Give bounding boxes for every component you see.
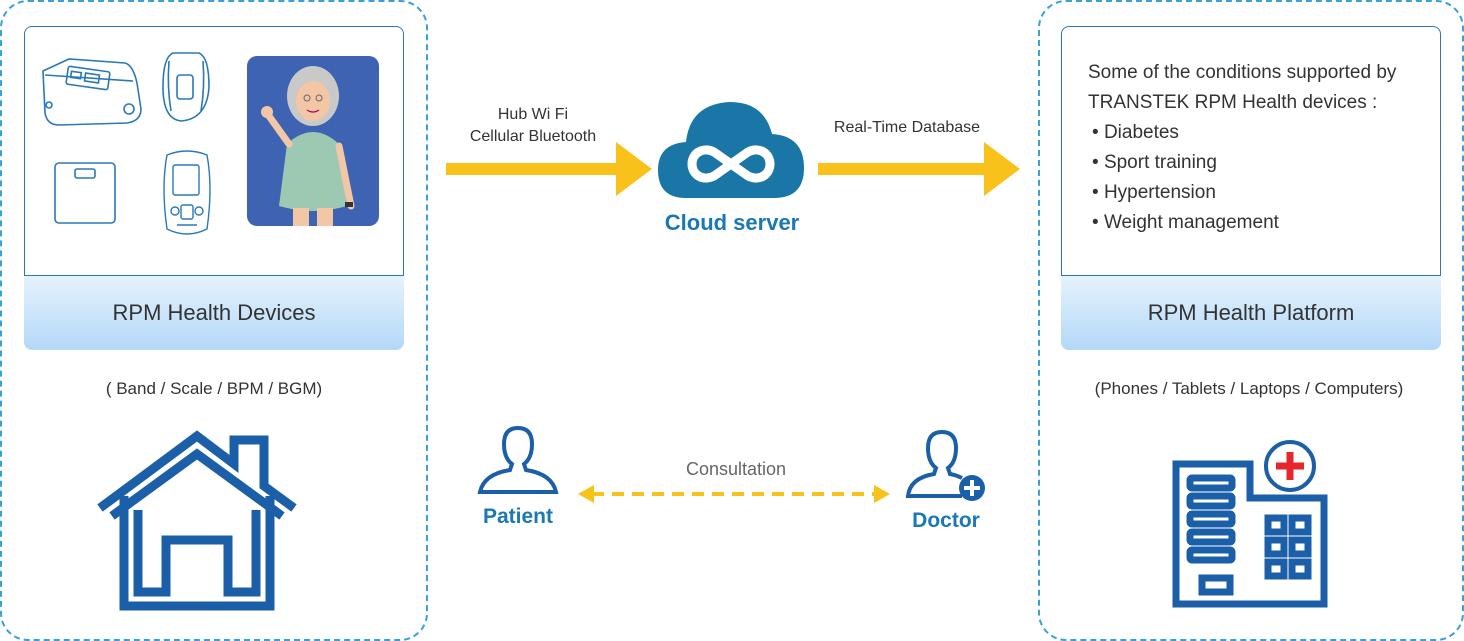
glucose-meter-icon: [163, 150, 211, 235]
patient-icon: [477, 425, 559, 494]
doctor-icon: [905, 430, 985, 501]
condition-item: • Diabetes: [1092, 122, 1179, 143]
band-icon: [162, 52, 210, 122]
blood-pressure-monitor-icon: [42, 58, 142, 126]
platform-card-footer: RPM Health Platform: [1061, 276, 1441, 350]
hospital-group-frame: [1038, 0, 1464, 641]
doctor-label: Doctor: [912, 509, 980, 532]
devices-card: [24, 26, 404, 276]
house-icon: [97, 430, 297, 611]
condition-item: • Hypertension: [1092, 182, 1216, 203]
intro-line-1: Some of the conditions supported by: [1088, 62, 1397, 83]
elderly-woman-illustration: [247, 56, 379, 226]
devices-caption: ( Band / Scale / BPM / BGM): [105, 379, 323, 398]
platform-footer-label: RPM Health Platform: [1147, 300, 1355, 325]
scale-icon: [54, 162, 116, 224]
platform-card: [1061, 26, 1441, 276]
consultation-arrow: [578, 485, 890, 503]
arrow-label-connectivity: Hub Wi Fi Cellular Bluetooth: [469, 106, 597, 145]
platform-intro: Some of the conditions supported by TRAN…: [1088, 58, 1396, 118]
arrow-to-platform: [818, 142, 1020, 196]
cloud-icon: [658, 102, 804, 198]
arrow-label-database: Real-Time Database: [833, 119, 981, 136]
patient-label: Patient: [482, 505, 553, 528]
hospital-icon: [1172, 440, 1328, 608]
intro-line-2: TRANSTEK RPM Health devices :: [1088, 92, 1378, 113]
cloud-server-label: Cloud server: [664, 210, 800, 235]
devices-footer-label: RPM Health Devices: [112, 300, 316, 325]
arrow-to-cloud: [446, 142, 652, 196]
devices-card-footer: RPM Health Devices: [24, 276, 404, 350]
consultation-label: Consultation: [685, 459, 787, 479]
condition-item: • Sport training: [1092, 152, 1217, 173]
conditions-list: • Diabetes • Sport training • Hypertensi…: [1090, 118, 1279, 238]
platform-caption: (Phones / Tablets / Laptops / Computers): [1094, 379, 1404, 398]
condition-item: • Weight management: [1092, 212, 1279, 233]
home-group-frame: [0, 0, 428, 641]
